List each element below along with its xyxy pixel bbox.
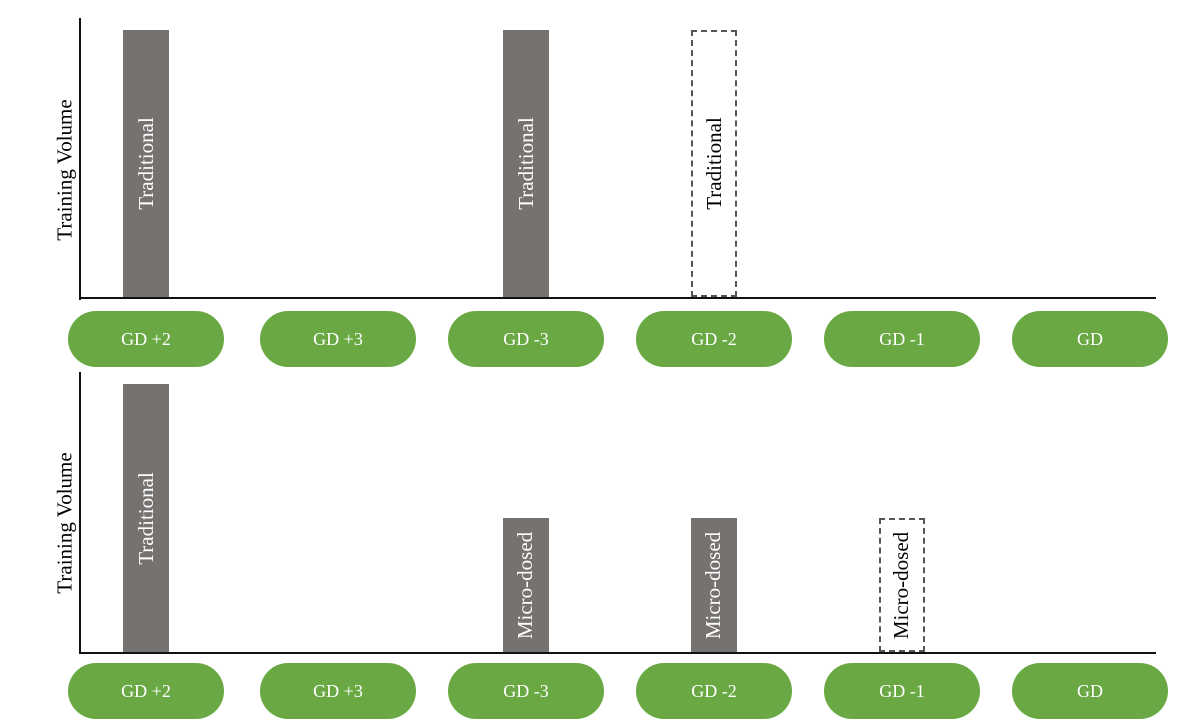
day-pill: GD -1 xyxy=(824,311,980,367)
bar-gdplus2: Traditional xyxy=(123,30,169,297)
y-axis-line xyxy=(79,18,81,300)
day-pill: GD +2 xyxy=(68,663,224,719)
x-axis-line xyxy=(79,297,1156,299)
day-pill: GD xyxy=(1012,311,1168,367)
bar-label: Micro-dosed xyxy=(889,531,914,639)
x-axis-line xyxy=(79,652,1156,654)
day-pill: GD +3 xyxy=(260,663,416,719)
bar-label: Traditional xyxy=(133,471,158,565)
y-axis-label: Training Volume xyxy=(52,99,77,241)
day-pill: GD +3 xyxy=(260,311,416,367)
day-pill: GD -1 xyxy=(824,663,980,719)
bar-label: Micro-dosed xyxy=(513,531,538,639)
bar-gd-3: Traditional xyxy=(503,30,549,297)
bar-gd-2: Micro-dosed xyxy=(691,518,737,652)
day-pill: GD -2 xyxy=(636,663,792,719)
bar-gd-3: Micro-dosed xyxy=(503,518,549,652)
y-axis-line xyxy=(79,372,81,654)
bar-gd-1: Micro-dosed xyxy=(879,518,925,652)
bar-gd-2: Traditional xyxy=(691,30,737,297)
traditional-schedule-panel: Training Volume Traditional Traditional Tr… xyxy=(52,18,1168,367)
day-pill: GD -2 xyxy=(636,311,792,367)
bar-label: Traditional xyxy=(133,117,158,210)
bar-label: Micro-dosed xyxy=(701,531,726,639)
bar-gdplus2: Traditional xyxy=(123,384,169,652)
day-pill: GD -3 xyxy=(448,663,604,719)
bar-label: Traditional xyxy=(513,117,538,210)
bar-label: Traditional xyxy=(701,117,726,210)
day-pill: GD +2 xyxy=(68,311,224,367)
day-pill: GD -3 xyxy=(448,311,604,367)
y-axis-label: Training Volume xyxy=(52,452,77,594)
day-pill: GD xyxy=(1012,663,1168,719)
